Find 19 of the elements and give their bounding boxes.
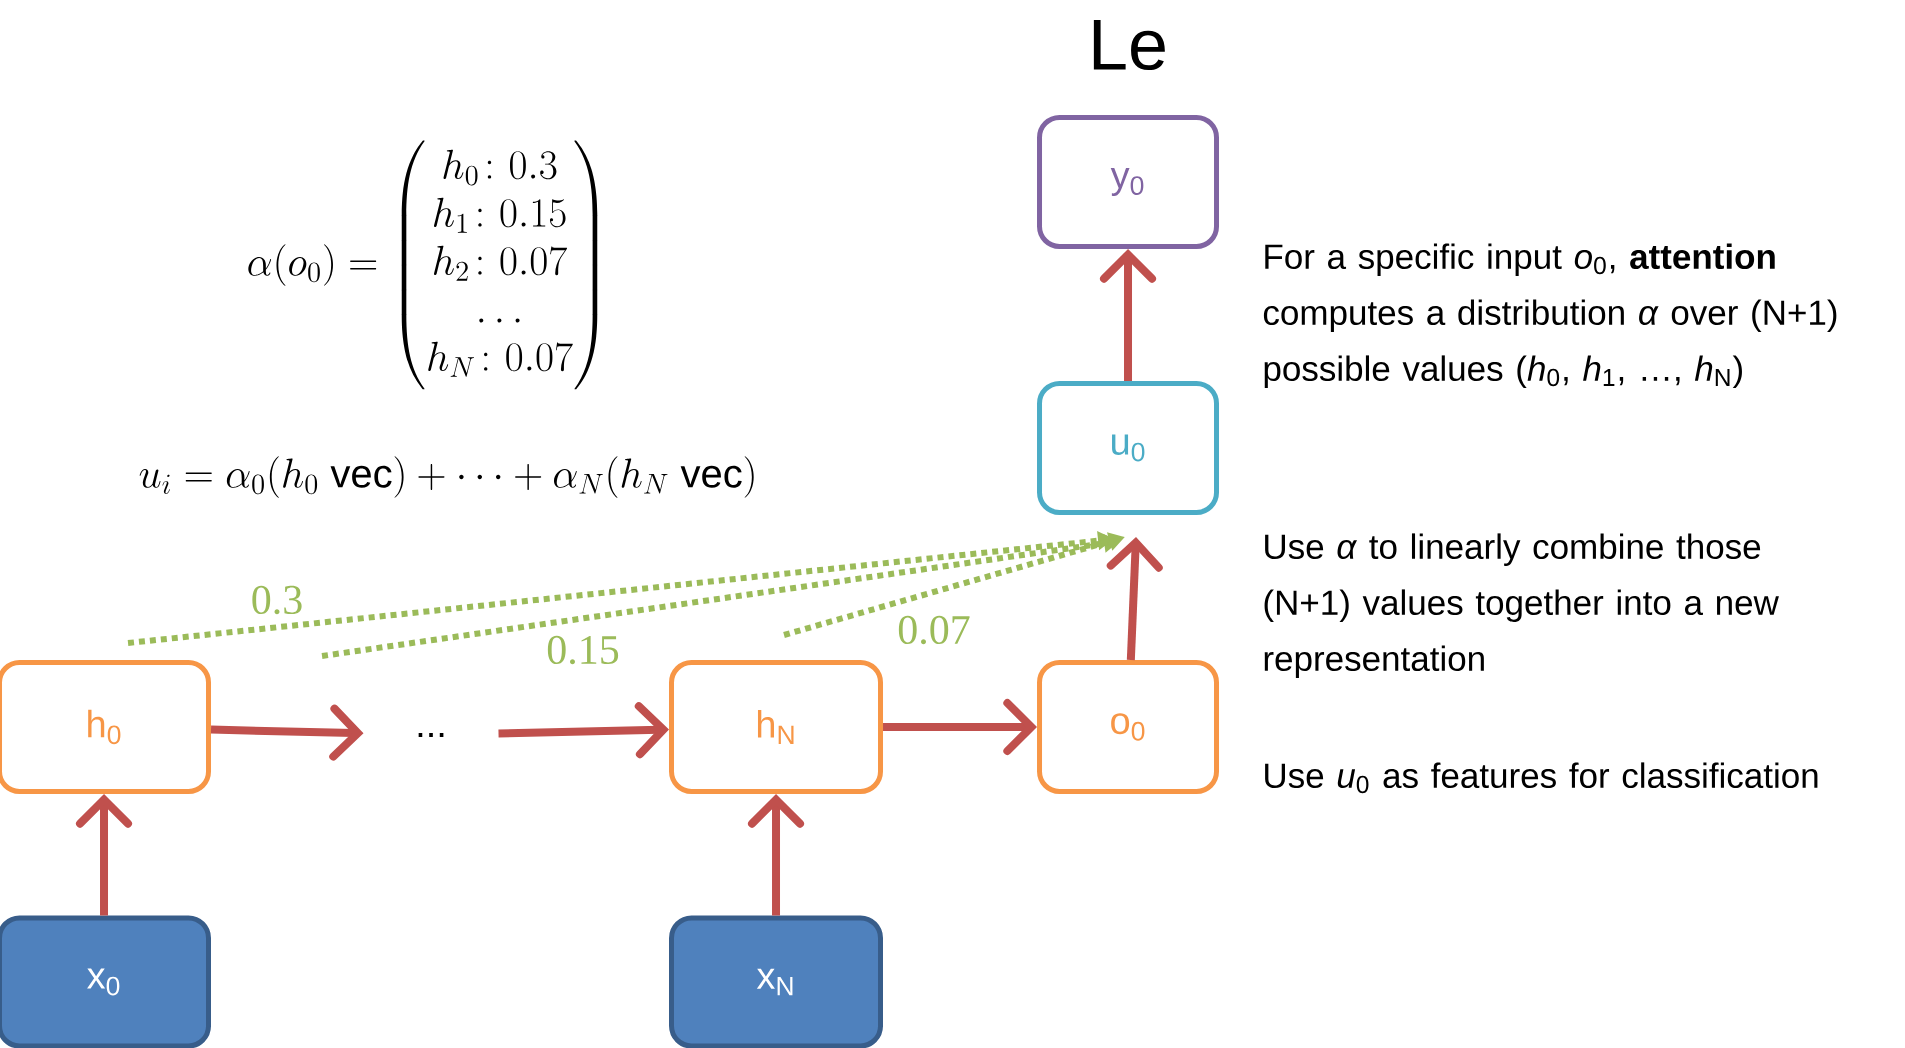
output-box: y$_{0}$ [1037, 115, 1219, 249]
context-box: u$_{0}$ [1037, 381, 1219, 515]
ellipsis-text: ... [418, 733, 444, 738]
edge-label: 0.07 [895, 613, 973, 647]
edge-label: 0.3 [248, 583, 306, 617]
hidden-state-box: o$_{0}$ [1037, 660, 1219, 794]
arrow [1106, 537, 1163, 661]
hidden-state-box: h$_{0}$ [0, 660, 211, 794]
hidden-state-box: h$_{N}$ [669, 660, 883, 794]
input-box: x$_{N}$ [669, 915, 883, 1048]
paragraph: For a specific input o$_{0}$, attention computes a distribution α over (N+1) possible values (h$_{0}$, h$_{1}$, …, h$_{N}$) [1263, 243, 1837, 389]
equation: $\alpha(o_0) = \begin{pmatrix} h_0\colon 0.3 \\ h_1\colon 0.15 \\ h_2\colon 0.07 \\ \dots \\ h_N\colon 0.07 \end{pmatrix}$ [248, 140, 598, 390]
edge-label: 0.15 [544, 633, 622, 667]
equation: $u_i = \alpha_0(h_0\ \mathrm{vec}) + \cdots + \alpha_N(h_N\ \mathrm{vec})$ [139, 456, 754, 498]
arrow [210, 704, 364, 761]
paragraph: Use α to linearly combine those (N+1) values together into a new representation [1264, 533, 1779, 679]
input-box: x$_{0}$ [0, 915, 211, 1048]
title: Le [1093, 19, 1165, 71]
paragraph: Use u$_{0}$ as features for classification [1265, 762, 1818, 794]
